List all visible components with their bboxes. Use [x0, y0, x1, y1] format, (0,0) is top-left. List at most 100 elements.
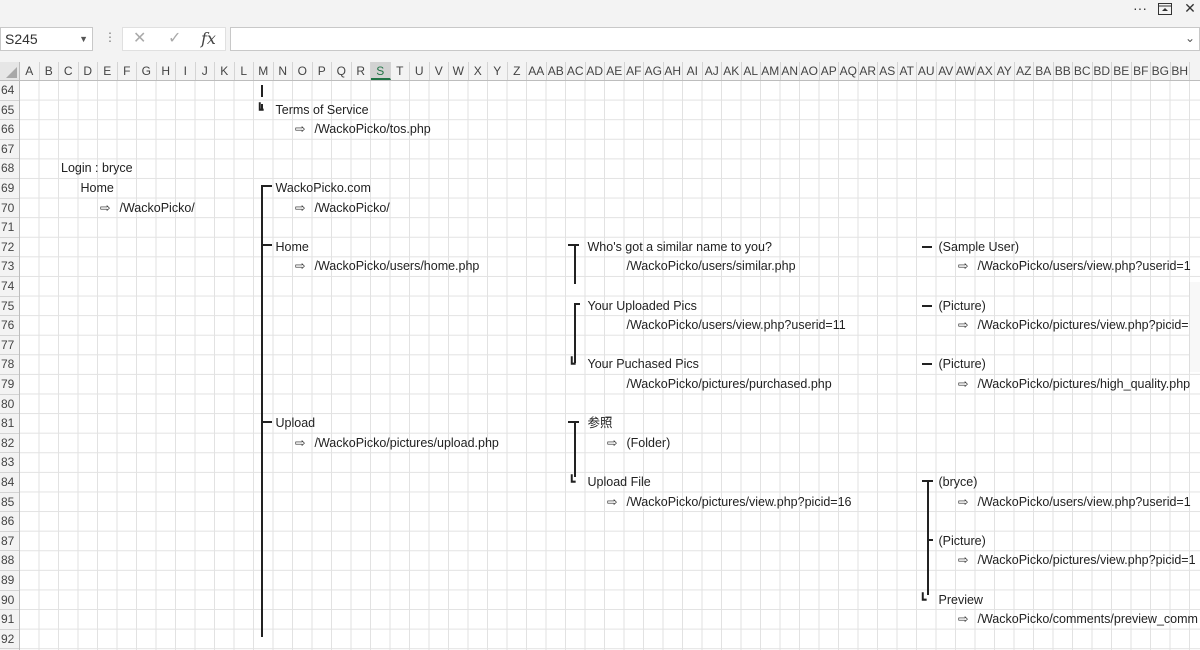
column-header-j[interactable]: J [196, 62, 215, 80]
login-label[interactable]: Login : bryce [61, 161, 133, 176]
column-header-g[interactable]: G [137, 62, 157, 80]
row-header-71[interactable]: 71 [0, 218, 19, 238]
row-header-82[interactable]: 82 [0, 434, 19, 454]
row-header-81[interactable]: 81 [0, 414, 19, 434]
row-header-79[interactable]: 79 [0, 375, 19, 395]
column-header-v[interactable]: V [430, 62, 449, 80]
page-label[interactable]: Who's got a similar name to you? [587, 239, 772, 254]
row-header-69[interactable]: 69 [0, 179, 19, 199]
column-header-i[interactable]: I [176, 62, 196, 80]
url-text[interactable]: /WackoPicko/pictures/purchased.php [626, 377, 832, 391]
url-text[interactable]: /WackoPicko/ [119, 200, 195, 215]
url-text[interactable]: /WackoPicko/ [314, 200, 390, 215]
page-label[interactable]: (Folder) [626, 435, 671, 450]
column-header-y[interactable]: Y [488, 62, 508, 80]
column-header-av[interactable]: AV [937, 62, 956, 80]
column-header-x[interactable]: X [469, 62, 488, 80]
row-header-78[interactable]: 78 [0, 355, 19, 375]
ribbon-display-icon[interactable] [1153, 0, 1177, 18]
column-header-ah[interactable]: AH [664, 62, 683, 80]
column-header-z[interactable]: Z [508, 62, 527, 80]
page-label[interactable]: Your Uploaded Pics [587, 298, 697, 313]
row-header-74[interactable]: 74 [0, 277, 19, 297]
url-text[interactable]: /WackoPicko/users/view.php?userid=1 [977, 494, 1191, 509]
column-header-f[interactable]: F [118, 62, 137, 80]
column-header-e[interactable]: E [98, 62, 118, 80]
row-header-80[interactable]: 80 [0, 395, 19, 415]
column-header-bg[interactable]: BG [1151, 62, 1171, 80]
column-header-bd[interactable]: BD [1093, 62, 1112, 80]
column-header-ar[interactable]: AR [859, 62, 878, 80]
column-header-s[interactable]: S [371, 62, 391, 80]
column-header-p[interactable]: P [313, 62, 332, 80]
column-header-al[interactable]: AL [742, 62, 761, 80]
column-header-af[interactable]: AF [625, 62, 644, 80]
cancel-icon[interactable]: ✕ [133, 30, 147, 47]
row-header-75[interactable]: 75 [0, 297, 19, 317]
page-label[interactable]: Terms of Service [275, 102, 369, 117]
column-header-aa[interactable]: AA [527, 62, 547, 80]
page-label[interactable]: Your Puchased Pics [587, 357, 699, 372]
row-header-90[interactable]: 90 [0, 591, 19, 611]
column-header-r[interactable]: R [352, 62, 371, 80]
more-options-icon[interactable]: ··· [1133, 0, 1147, 16]
column-header-aq[interactable]: AQ [839, 62, 859, 80]
column-header-be[interactable]: BE [1112, 62, 1132, 80]
column-header-o[interactable]: O [293, 62, 313, 80]
column-header-at[interactable]: AT [898, 62, 917, 80]
page-label[interactable]: (Picture) [938, 298, 986, 313]
row-header-88[interactable]: 88 [0, 551, 19, 571]
row-header-70[interactable]: 70 [0, 199, 19, 219]
column-header-ay[interactable]: AY [995, 62, 1015, 80]
splitter-dots-icon[interactable]: ⋮ [104, 30, 116, 44]
url-text[interactable]: /WackoPicko/users/home.php [314, 259, 480, 274]
close-icon[interactable]: ✕ [1184, 0, 1196, 16]
column-header-t[interactable]: T [391, 62, 410, 80]
page-label[interactable]: Upload [275, 416, 316, 431]
column-header-h[interactable]: H [157, 62, 176, 80]
column-header-n[interactable]: N [274, 62, 293, 80]
url-text[interactable]: /WackoPicko/pictures/upload.php [314, 435, 499, 450]
column-header-c[interactable]: C [59, 62, 79, 80]
row-header-89[interactable]: 89 [0, 571, 19, 591]
column-header-ad[interactable]: AD [586, 62, 605, 80]
page-label[interactable]: Home [80, 181, 114, 195]
column-header-ae[interactable]: AE [605, 62, 625, 80]
row-header-73[interactable]: 73 [0, 257, 19, 277]
row-header-83[interactable]: 83 [0, 453, 19, 473]
column-header-ao[interactable]: AO [800, 62, 820, 80]
column-header-b[interactable]: B [40, 62, 59, 80]
row-header-77[interactable]: 77 [0, 336, 19, 356]
url-text[interactable]: /WackoPicko/pictures/view.php?picid=1 [977, 318, 1196, 333]
url-text[interactable]: /WackoPicko/comments/preview_comm [977, 612, 1198, 627]
row-header-64[interactable]: 64 [0, 81, 19, 101]
page-label[interactable]: (Sample User) [938, 239, 1020, 254]
column-header-az[interactable]: AZ [1015, 62, 1034, 80]
row-header-65[interactable]: 65 [0, 101, 19, 121]
column-header-ak[interactable]: AK [722, 62, 742, 80]
column-header-d[interactable]: D [79, 62, 98, 80]
column-header-k[interactable]: K [215, 62, 235, 80]
column-header-am[interactable]: AM [761, 62, 781, 80]
column-header-an[interactable]: AN [781, 62, 800, 80]
name-box[interactable]: S245 ▼ [0, 27, 93, 51]
row-header-86[interactable]: 86 [0, 512, 19, 532]
row-header-87[interactable]: 87 [0, 532, 19, 552]
url-text[interactable]: /WackoPicko/users/similar.php [626, 259, 796, 274]
row-header-76[interactable]: 76 [0, 316, 19, 336]
row-header-91[interactable]: 91 [0, 610, 19, 630]
page-label[interactable]: Upload File [587, 475, 651, 489]
column-header-aj[interactable]: AJ [703, 62, 722, 80]
row-header-72[interactable]: 72 [0, 238, 19, 258]
row-header-67[interactable]: 67 [0, 140, 19, 160]
formula-input[interactable]: ⌄ [230, 27, 1200, 51]
row-header-92[interactable]: 92 [0, 630, 19, 650]
enter-icon[interactable]: ✓ [168, 30, 182, 47]
column-header-w[interactable]: W [449, 62, 469, 80]
url-text[interactable]: /WackoPicko/pictures/view.php?picid=1 [977, 553, 1196, 568]
column-header-l[interactable]: L [235, 62, 254, 80]
column-header-aw[interactable]: AW [956, 62, 976, 80]
row-header-66[interactable]: 66 [0, 120, 19, 140]
url-text[interactable]: /WackoPicko/pictures/high_quality.php [977, 377, 1191, 391]
row-header-68[interactable]: 68 [0, 159, 19, 179]
